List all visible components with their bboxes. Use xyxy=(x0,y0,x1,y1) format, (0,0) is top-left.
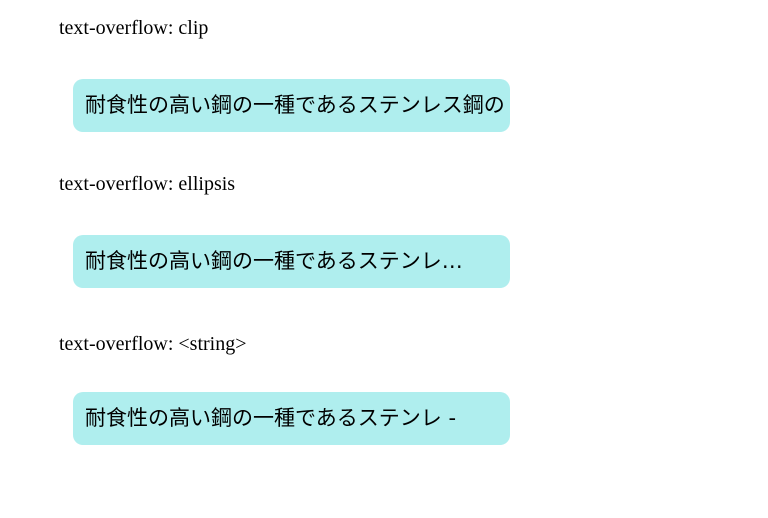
ellipsis-sample-text: 耐食性の高い鋼の一種であるステンレ… xyxy=(85,248,463,273)
clip-sample-text: 耐食性の高い鋼の一種であるステンレス鋼の xyxy=(85,92,505,117)
clip-section: text-overflow: clip 耐食性の高い鋼の一種であるステンレス鋼の xyxy=(0,16,768,132)
text-overflow-demo-page: text-overflow: clip 耐食性の高い鋼の一種であるステンレス鋼の… xyxy=(0,16,768,518)
string-sample-box: 耐食性の高い鋼の一種であるステンレ - xyxy=(73,392,510,445)
ellipsis-section: text-overflow: ellipsis 耐食性の高い鋼の一種であるステン… xyxy=(0,172,768,288)
clip-section-label: text-overflow: clip xyxy=(59,17,209,39)
ellipsis-sample-box: 耐食性の高い鋼の一種であるステンレ… xyxy=(73,235,510,288)
string-section-label: text-overflow: <string> xyxy=(59,333,247,355)
ellipsis-section-label: text-overflow: ellipsis xyxy=(59,173,236,195)
string-section: text-overflow: <string> 耐食性の高い鋼の一種であるステン… xyxy=(0,332,768,445)
string-sample-text: 耐食性の高い鋼の一種であるステンレ - xyxy=(85,405,457,430)
clip-sample-box: 耐食性の高い鋼の一種であるステンレス鋼の xyxy=(73,79,510,132)
